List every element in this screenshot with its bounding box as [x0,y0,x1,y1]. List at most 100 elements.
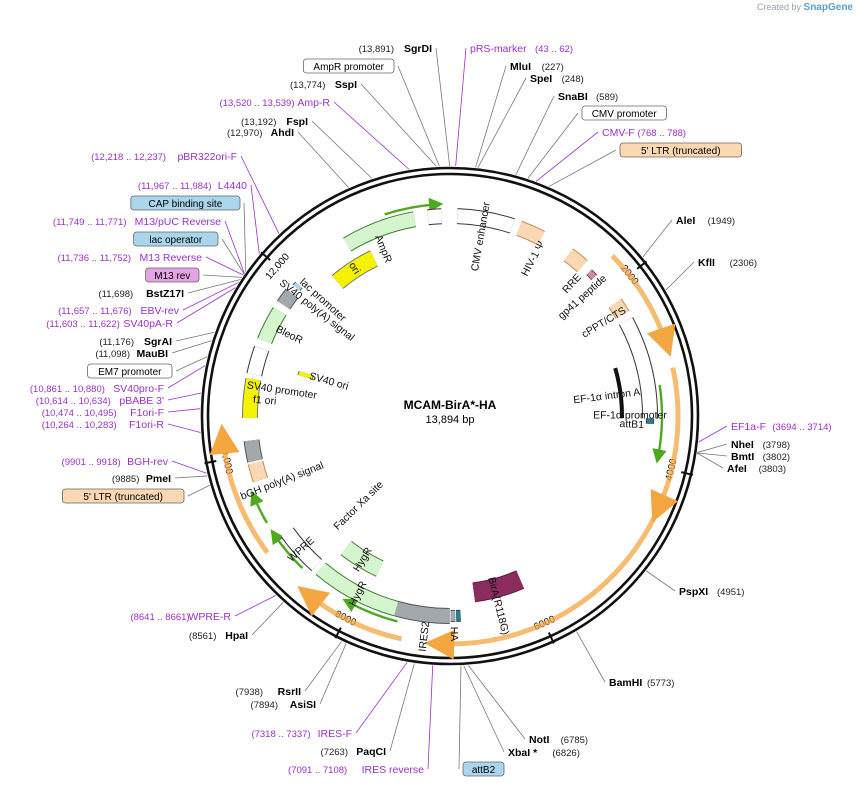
tick-mark [204,460,217,465]
feature-block[interactable] [472,571,524,602]
site-label[interactable]: Amp-R(13,520 .. 13,539) [220,97,331,109]
ef1a-intron-bar [613,367,625,419]
site-box [581,105,667,121]
feature-label: HIV-1 Ψ [519,239,548,278]
site-position: (11,603 .. 11,622) [46,319,120,330]
leader-line [175,331,215,342]
feature-block[interactable] [564,249,588,272]
site-label[interactable]: M13 Reverse(11,736 .. 11,752) [58,252,203,264]
leader-line [311,120,373,179]
feature-block[interactable] [258,307,286,344]
site-label[interactable]: L4440(11,967 .. 11,984) [138,180,247,192]
site-box [130,195,241,211]
feature-block[interactable] [277,289,298,310]
feature-block[interactable] [586,270,597,280]
feature-block[interactable] [609,299,629,319]
site-label[interactable]: IRES-F(7318 .. 7337) [251,728,352,740]
site-position: (13,520 .. 13,539) [220,98,295,109]
site-label[interactable]: SspI(13,774) [290,79,357,91]
site-label[interactable]: BGH-rev (9901 .. 9918) [62,456,169,468]
site-label[interactable]: pBR322ori-F(12,218 .. 12,237) [91,151,237,163]
feature-block[interactable] [394,601,450,623]
feature-block[interactable] [244,439,262,463]
site-name: BGH-rev [127,456,169,468]
site-label[interactable]: SgrAI(11,176) [99,336,172,348]
site-label[interactable]: AsiSI(7894) [251,699,317,711]
leader-line [240,155,280,234]
site-name: KflI [698,257,715,269]
feature-block[interactable] [427,209,442,225]
site-label[interactable]: SV40pro-F(10,861 .. 10,880) [30,383,164,395]
site-box [462,761,505,777]
site-label[interactable]: lac operator [133,231,219,247]
site-label[interactable]: M13/pUC Reverse(11,749 .. 11,771) [53,216,221,228]
site-label[interactable]: SnaBI(589) [558,91,618,103]
site-label[interactable]: F1ori-R(10,264 .. 10,283) [42,419,165,431]
site-label[interactable]: BamHI(5773) [609,677,674,689]
site-name: AhdI [271,127,294,139]
site-label[interactable]: SgrDI(13,891) [359,43,432,55]
site-label[interactable]: 5' LTR (truncated) [62,488,185,504]
site-name: HpaI [225,630,248,642]
feature-block[interactable] [242,377,261,418]
site-label[interactable]: SV40pA-R(11,603 .. 11,622) [46,318,173,330]
site-label[interactable]: M13 rev [145,267,200,283]
feature-block[interactable] [332,251,378,289]
site-label[interactable]: NotI(6785) [529,734,588,746]
feature-block[interactable] [341,541,384,576]
site-label[interactable]: WPRE-R(8641 .. 8661) [130,611,231,623]
site-label[interactable]: AfeI(3803) [727,463,786,475]
site-label[interactable]: 5' LTR (truncated) [619,142,742,158]
site-label[interactable]: AleI(1949) [676,215,735,227]
feature-block[interactable] [316,563,399,616]
site-label[interactable]: CAP binding site [130,195,241,211]
site-label[interactable]: AhdI(12,970) [227,127,294,139]
feature-block[interactable] [248,460,268,483]
site-name: MluI [510,61,531,73]
site-label[interactable]: CMV-F(768 .. 788) [602,127,686,139]
site-box [145,267,200,283]
site-name: PaqCI [356,746,386,758]
site-label[interactable]: MluI(227) [510,61,564,73]
site-label[interactable]: NheI(3798) [731,439,790,451]
site-label[interactable]: IRES reverse(7091 .. 7108) [288,764,424,776]
site-label[interactable]: F1ori-F(10,474 .. 10,495) [42,407,164,419]
feature-block[interactable] [298,371,313,379]
feature-block[interactable] [281,528,322,571]
site-label[interactable]: PspXI(4951) [679,586,744,598]
site-name: AsiSI [290,699,316,711]
site-name: EF1a-F [731,421,766,433]
site-label[interactable]: HpaI(8561) [189,630,248,642]
leader-line [360,83,437,167]
feature-block[interactable] [343,212,416,251]
site-label[interactable]: pBABE 3'(10,614 .. 10,634) [36,395,164,407]
site-label[interactable]: XbaI *(6826) [508,747,580,759]
site-label[interactable]: pRS-marker(43 .. 62) [470,43,573,55]
feature-block[interactable] [293,282,302,291]
site-label[interactable]: AmpR promoter [302,58,395,74]
site-name: AleI [676,215,695,227]
feature-label: attB1 [619,418,644,431]
site-label[interactable]: CMV promoter [581,105,667,121]
site-label[interactable]: BmtI(3802) [731,451,790,463]
feature-block[interactable] [247,346,269,377]
site-label[interactable]: PaqCI(7263) [321,746,387,758]
site-label[interactable]: KflI(2306) [698,257,757,269]
feature-block[interactable] [516,221,545,245]
site-label[interactable]: SpeI(248) [530,73,584,85]
feature-block[interactable] [619,317,658,419]
feature-block[interactable] [456,209,515,233]
site-label[interactable]: EF1a-F(3694 .. 3714) [731,421,832,433]
site-box [619,142,742,158]
site-label[interactable]: attB2 [462,761,505,777]
site-label[interactable]: EM7 promoter [87,363,173,379]
site-label[interactable]: BstZ17I(11,698) [99,288,185,300]
site-label[interactable]: MauBI(11,098) [95,348,168,360]
site-label[interactable]: EBV-rev(11,657 .. 11,676) [58,305,180,317]
site-label[interactable]: PmeI(9885) [112,473,171,485]
site-label[interactable]: FspI(13,192) [241,116,308,128]
site-name: CAP binding site [149,199,223,210]
site-label[interactable]: RsrII(7938) [236,686,302,698]
site-position: (9901 .. 9918) [62,457,121,468]
leader-line [548,149,617,187]
